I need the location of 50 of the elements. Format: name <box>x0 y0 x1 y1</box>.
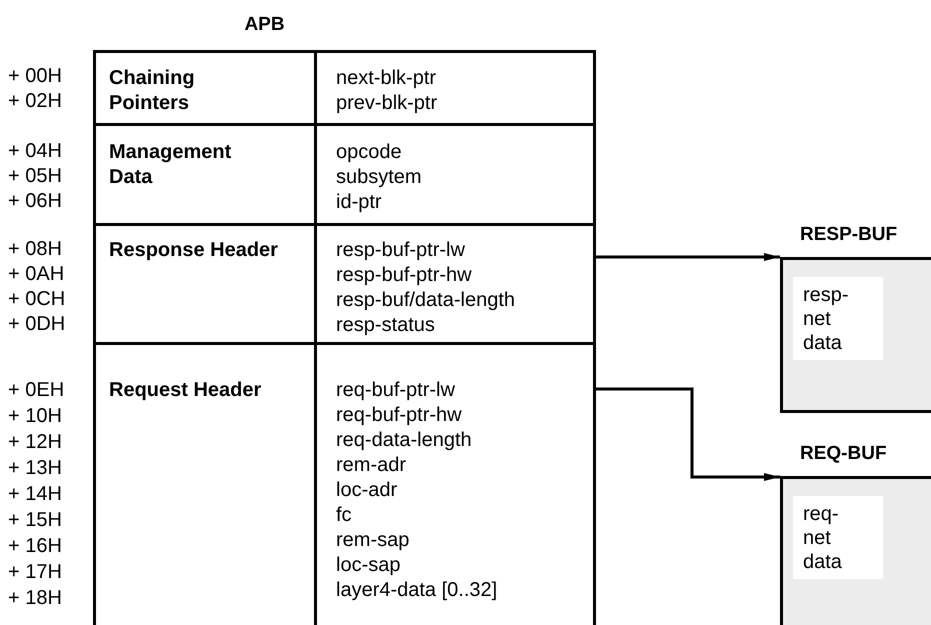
field-name: resp-buf-ptr-lw <box>336 238 466 263</box>
buffer-title: REQ-BUF <box>800 443 887 465</box>
table-title: APB <box>243 14 286 36</box>
field-name: layer4-data [0..32] <box>336 578 498 603</box>
offset-label: + 08H <box>8 237 62 262</box>
field-name: next-blk-ptr <box>336 66 438 91</box>
table-cell <box>314 223 596 342</box>
offset-label: + 17H <box>8 560 62 585</box>
field-name: loc-sap <box>336 553 402 578</box>
offset-label: + 0DH <box>8 312 66 337</box>
field-name: rem-sap <box>336 528 410 553</box>
section-heading: Request Header <box>109 378 262 403</box>
arrow <box>596 388 780 481</box>
offset-label: + 18H <box>8 586 62 611</box>
offset-label: + 0EH <box>8 378 64 403</box>
field-name: id-ptr <box>336 190 383 215</box>
field-name: opcode <box>336 140 403 165</box>
field-name: subsytem <box>336 165 423 190</box>
field-name: req-data-length <box>336 428 473 453</box>
field-name: resp-buf/data-length <box>336 288 516 313</box>
field-name: rem-adr <box>336 453 408 478</box>
field-name: req-buf-ptr-hw <box>336 403 463 428</box>
section-heading: Chaining Pointers <box>109 66 196 116</box>
offset-label: + 06H <box>8 189 62 214</box>
offset-label: + 00H <box>8 64 62 89</box>
field-name: loc-adr <box>336 478 398 503</box>
offset-label: + 02H <box>8 89 62 114</box>
offset-label: + 14H <box>8 482 62 507</box>
offset-label: + 0CH <box>8 287 66 312</box>
offset-label: + 0AH <box>8 262 64 287</box>
offset-label: + 16H <box>8 534 62 559</box>
section-heading: Response Header <box>109 238 279 263</box>
offset-label: + 15H <box>8 508 62 533</box>
table-cell <box>314 123 596 223</box>
arrow <box>596 253 780 261</box>
field-name: req-buf-ptr-lw <box>336 378 456 403</box>
buffer-title: RESP-BUF <box>800 224 898 246</box>
offset-label: + 13H <box>8 456 62 481</box>
offset-label: + 10H <box>8 404 62 429</box>
field-name: fc <box>336 503 353 528</box>
content-text: resp- net data <box>803 283 850 355</box>
field-name: resp-status <box>336 313 436 338</box>
offset-label: + 05H <box>8 164 62 189</box>
field-name: resp-buf-ptr-hw <box>336 263 473 288</box>
field-name: prev-blk-ptr <box>336 91 438 116</box>
content-text: req- net data <box>803 502 843 574</box>
offset-label: + 04H <box>8 139 62 164</box>
table-cell <box>314 342 596 625</box>
offset-label: + 12H <box>8 430 62 455</box>
section-heading: Management Data <box>109 140 232 190</box>
